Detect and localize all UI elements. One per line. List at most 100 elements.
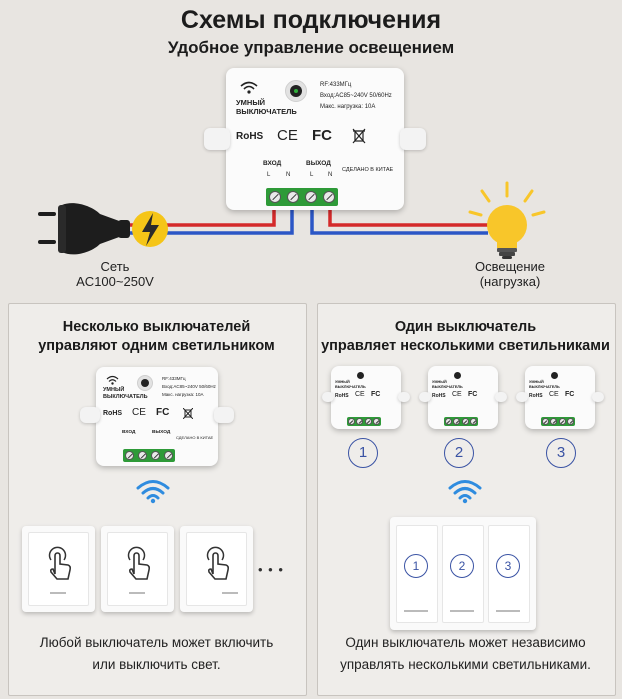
waste-bin-icon	[352, 128, 366, 144]
terminal-block	[541, 417, 575, 426]
spec-load: Макс. нагрузка: 10A	[162, 392, 204, 397]
rohs-mark: RoHS	[335, 393, 349, 399]
rohs-mark: RoHS	[432, 393, 446, 399]
spec-load: Макс. нагрузка: 10A	[320, 104, 376, 110]
output-label: ВЫХОД	[152, 430, 171, 435]
wifi-icon	[448, 480, 482, 504]
mount-tab-right	[214, 407, 234, 423]
device-name-line1: УМНЫЙ	[236, 98, 266, 107]
device-name-line1: УМНЫЙ	[529, 380, 544, 384]
terminal-screw	[269, 191, 281, 203]
fc-mark: FC	[565, 391, 575, 398]
wall-switch-3[interactable]	[180, 526, 253, 612]
page-title: Схемы подключения	[180, 6, 442, 34]
lightning-bolt-icon	[132, 211, 168, 247]
touch-hand-icon	[127, 546, 151, 580]
device-name-line2: ВЫКЛЮЧАТЕЛЬ	[432, 385, 463, 389]
ce-mark: CE	[277, 127, 298, 144]
left-panel-title-line1: Несколько выключателей	[62, 319, 251, 335]
output-label: ВЫХОД	[306, 160, 331, 167]
wiring-diagram	[38, 181, 546, 259]
ce-mark: CE	[132, 407, 146, 418]
status-led	[294, 89, 298, 93]
relay-number-3: 3	[546, 438, 576, 468]
waste-bin-icon	[183, 408, 193, 419]
spec-input: Вход:AC85~240V 50/60Hz	[320, 93, 392, 99]
rohs-mark: RoHS	[236, 131, 264, 142]
pin-n-in: N	[286, 172, 291, 178]
input-label: ВХОД	[122, 430, 136, 435]
terminal-screw	[323, 191, 335, 203]
triple-wall-switch: 1 2 3	[390, 517, 536, 630]
terminal-block	[266, 188, 338, 206]
left-caption-line2: или выключить свет.	[92, 657, 221, 672]
terminal-block	[444, 417, 478, 426]
relay-number-1: 1	[348, 438, 378, 468]
more-switches-ellipsis: • • •	[258, 562, 284, 577]
terminal-screw	[151, 451, 160, 460]
terminal-block	[347, 417, 381, 426]
page-subtitle: Удобное управление освещением	[167, 38, 455, 57]
mount-tab-left	[80, 407, 100, 423]
rohs-mark: RoHS	[103, 410, 123, 417]
made-in-label: СДЕЛАНО В КИТАЕ	[342, 167, 394, 173]
made-in-label: СДЕЛАНО В КИТАЕ	[176, 435, 214, 440]
right-panel-title-line2: управляет несколькими светильниками	[321, 338, 610, 354]
power-plug-icon	[38, 203, 130, 255]
ce-mark: CE	[452, 391, 462, 398]
wifi-icon	[106, 375, 119, 385]
mains-voltage-label: AC100~250V	[76, 274, 154, 289]
terminal-screw	[287, 191, 299, 203]
terminal-screw	[125, 451, 134, 460]
load-sublabel: (нагрузка)	[479, 274, 541, 289]
wall-switch-2[interactable]	[101, 526, 174, 612]
key-number-1: 1	[404, 554, 428, 578]
load-label: Освещение	[474, 259, 546, 274]
smart-switch-relay-small: УМНЫЙ ВЫКЛЮЧАТЕЛЬ RF:433МГц Вход:AC85~24…	[80, 367, 234, 466]
key-number-3: 3	[496, 554, 520, 578]
ce-mark: CE	[549, 391, 559, 398]
wifi-icon	[240, 81, 258, 94]
device-name-line2: ВЫКЛЮЧАТЕЛЬ	[335, 385, 366, 389]
wall-switch-1[interactable]	[22, 526, 95, 612]
spec-rf: RF:433МГц	[162, 376, 186, 381]
device-name-line2: ВЫКЛЮЧАТЕЛЬ	[103, 394, 148, 400]
device-name-line1: УМНЫЙ	[103, 387, 125, 393]
input-label: ВХОД	[263, 160, 282, 167]
device-name-line1: УМНЫЙ	[432, 380, 447, 384]
fc-mark: FC	[468, 391, 478, 398]
terminal-screw	[305, 191, 317, 203]
relay-1: УМНЫЙ ВЫКЛЮЧАТЕЛЬ RoHS CE FC	[322, 366, 410, 429]
terminal-screw	[138, 451, 147, 460]
spec-input: Вход:AC85~240V 50/60Hz	[162, 384, 216, 389]
fc-mark: FC	[156, 407, 170, 418]
wifi-icon	[136, 480, 170, 504]
relay-2: УМНЫЙ ВЫКЛЮЧАТЕЛЬ RoHS CE FC	[419, 366, 507, 429]
right-caption-line1: Один выключатель может независимо	[345, 635, 586, 650]
touch-hand-icon	[48, 546, 72, 580]
light-bulb-icon	[468, 181, 546, 259]
device-name-line2: ВЫКЛЮЧАТЕЛЬ	[236, 107, 297, 116]
left-panel-title-line2: управляют одним светильником	[38, 338, 275, 354]
relay-number-2: 2	[444, 438, 474, 468]
terminal-block	[123, 449, 175, 462]
left-caption-line1: Любой выключатель может включить	[39, 635, 274, 650]
spec-rf: RF:433МГц	[320, 82, 352, 88]
smart-switch-relay: УМНЫЙ ВЫКЛЮЧАТЕЛЬ RF:433МГц Вход:AC85~24…	[204, 68, 426, 210]
pin-l-in: L	[267, 172, 271, 178]
pin-l-out: L	[310, 172, 314, 178]
mount-tab-left	[204, 128, 230, 150]
fc-mark: FC	[312, 127, 332, 144]
right-caption-line2: управлять несколькими светильниками.	[340, 657, 591, 672]
device-name-line1: УМНЫЙ	[335, 380, 350, 384]
pin-n-out: N	[328, 172, 333, 178]
rohs-mark: RoHS	[529, 393, 543, 399]
mount-tab-right	[400, 128, 426, 150]
pair-button-center	[140, 378, 149, 387]
fc-mark: FC	[371, 391, 381, 398]
right-panel-title-line1: Один выключатель	[394, 319, 537, 335]
ce-mark: CE	[355, 391, 365, 398]
terminal-screw	[164, 451, 173, 460]
relay-3: УМНЫЙ ВЫКЛЮЧАТЕЛЬ RoHS CE FC	[516, 366, 604, 429]
touch-hand-icon	[206, 546, 230, 580]
